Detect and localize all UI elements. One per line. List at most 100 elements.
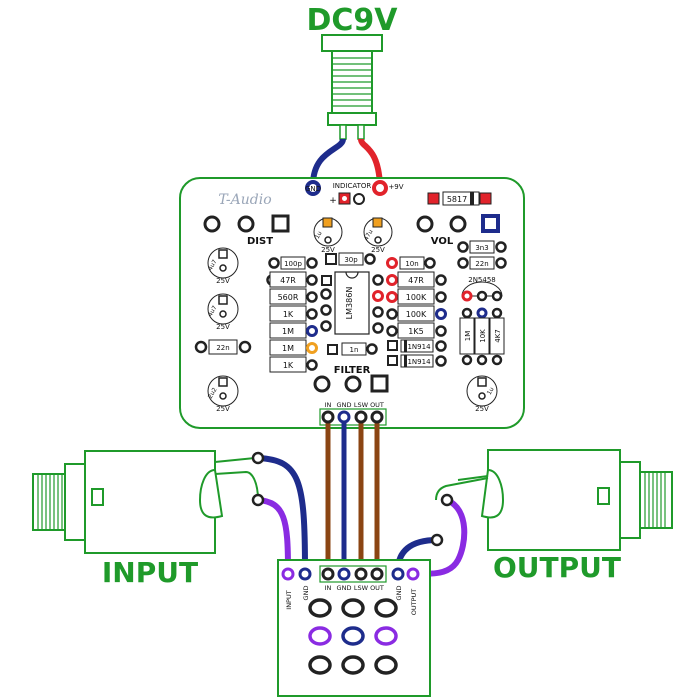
ic-lm386n: LM386N — [320, 271, 384, 335]
svg-text:4u7: 4u7 — [207, 304, 219, 318]
svg-text:25V: 25V — [475, 405, 489, 413]
wire-input-signal — [257, 497, 291, 571]
svg-text:1N914: 1N914 — [407, 358, 431, 366]
label-conn-gnd: GND — [337, 401, 352, 409]
svg-text:100K: 100K — [406, 310, 427, 319]
svg-text:1N914: 1N914 — [407, 343, 431, 351]
label-sw-out: OUT — [370, 584, 384, 592]
svg-text:47R: 47R — [408, 276, 424, 285]
output-jack-sleeve-pad — [430, 533, 444, 547]
label-sw-input: INPUT — [285, 590, 293, 609]
output-jack-icon — [435, 449, 673, 551]
svg-text:100K: 100K — [406, 293, 427, 302]
filter-pot-pads — [313, 374, 389, 393]
footswitch-header-pads — [281, 567, 420, 581]
title-input: INPUT — [102, 556, 198, 589]
label-dist: DIST — [247, 236, 273, 247]
cap-47u: 47u 25V — [363, 217, 393, 254]
svg-text:1K: 1K — [283, 310, 294, 319]
svg-text:22n: 22n — [475, 260, 488, 268]
svg-text:30p: 30p — [344, 256, 358, 264]
label-conn-out: OUT — [370, 401, 384, 409]
svg-text:25V: 25V — [371, 246, 385, 254]
svg-text:10n: 10n — [405, 260, 418, 268]
input-jack-icon — [32, 450, 259, 554]
wire-input-ground — [257, 455, 308, 571]
footswitch-3pdt-lugs — [308, 598, 398, 675]
svg-text:2u2: 2u2 — [207, 386, 219, 400]
cap-3n3: 3n3 — [457, 240, 507, 254]
cap-1n: 1n — [327, 342, 378, 356]
cap-4u7-b: 4u7 25V — [207, 293, 239, 331]
cap-4u7-a: 4u7 25V — [207, 247, 239, 285]
svg-text:3n3: 3n3 — [475, 244, 488, 252]
dc-jack-icon — [321, 34, 383, 140]
cap-22n-left: 22n — [194, 339, 252, 355]
cap-2u2: 2u2 25V — [207, 375, 239, 413]
label-sw-output: OUTPUT — [410, 589, 418, 616]
title-output: OUTPUT — [493, 551, 621, 584]
vol-pot-pads — [416, 214, 500, 233]
label-gnd-top: GND — [305, 185, 321, 193]
svg-text:47R: 47R — [280, 276, 296, 285]
label-plus: + — [329, 196, 337, 206]
label-sw-gnd-left: GND — [302, 586, 310, 601]
pad-9v-power — [372, 180, 388, 196]
label-conn-in: IN — [325, 401, 332, 409]
output-jack-tip-pad — [440, 493, 454, 507]
cap-1u-top: 1u 25V — [313, 217, 343, 254]
svg-text:100p: 100p — [284, 260, 302, 268]
svg-text:4u7: 4u7 — [207, 258, 219, 272]
resistors-vertical-right: 1M 10K 4K7 — [459, 307, 505, 366]
cap-30p: 30p — [325, 252, 376, 266]
footswitch-connector-frame — [319, 565, 387, 583]
diode-1n914-a: 1N914 — [387, 339, 447, 353]
svg-text:4K7: 4K7 — [494, 329, 502, 343]
svg-text:47u: 47u — [363, 228, 375, 242]
svg-text:1n: 1n — [350, 346, 359, 354]
input-jack-tip-pad — [251, 493, 265, 507]
label-sw-lsw: LSW — [354, 584, 369, 592]
pad-gnd-power — [305, 180, 321, 196]
pcb-connector-pads — [321, 410, 384, 424]
svg-text:10K: 10K — [479, 329, 487, 343]
label-indicator: INDICATOR — [333, 182, 372, 190]
label-sw-gnd-right: GND — [395, 586, 403, 601]
svg-text:1M: 1M — [464, 331, 472, 342]
board-link-wires — [325, 418, 380, 572]
brand-label: T-Audio — [218, 192, 271, 208]
title-power: DC9V — [306, 3, 398, 38]
label-conn-lsw: LSW — [354, 401, 369, 409]
svg-text:25V: 25V — [321, 246, 335, 254]
svg-text:25V: 25V — [216, 405, 230, 413]
svg-text:1u: 1u — [486, 386, 496, 396]
svg-text:1M: 1M — [282, 344, 294, 353]
diode-5817: 5817 — [427, 191, 492, 206]
label-sw-gnd: GND — [337, 584, 352, 592]
svg-text:25V: 25V — [216, 323, 230, 331]
label-vol: VOL — [431, 236, 454, 247]
svg-text:1M: 1M — [282, 327, 294, 336]
svg-text:2N5458: 2N5458 — [468, 276, 496, 284]
svg-text:1K: 1K — [283, 361, 294, 370]
power-wire-ground — [310, 138, 346, 186]
cap-1u-right: 1u 25V — [466, 375, 498, 413]
svg-text:560R: 560R — [278, 293, 299, 302]
svg-text:25V: 25V — [216, 277, 230, 285]
label-sw-in: IN — [325, 584, 332, 592]
input-jack-sleeve-pad — [251, 451, 265, 465]
svg-text:5817: 5817 — [447, 195, 467, 204]
svg-text:1u: 1u — [314, 230, 324, 240]
diode-1n914-b: 1N914 — [387, 354, 447, 368]
svg-text:1K5: 1K5 — [408, 327, 423, 336]
label-9v: +9V — [388, 183, 403, 191]
dist-pot-pads — [203, 214, 290, 233]
svg-text:22n: 22n — [216, 344, 229, 352]
cap-100p: 100p — [268, 256, 318, 270]
cap-22n-right: 22n — [457, 256, 507, 270]
resistor-column-right: 47R 100K 100K 1K5 — [386, 271, 447, 339]
jfet-2n5458: 2N5458 — [461, 276, 503, 302]
led-icon — [338, 192, 365, 205]
